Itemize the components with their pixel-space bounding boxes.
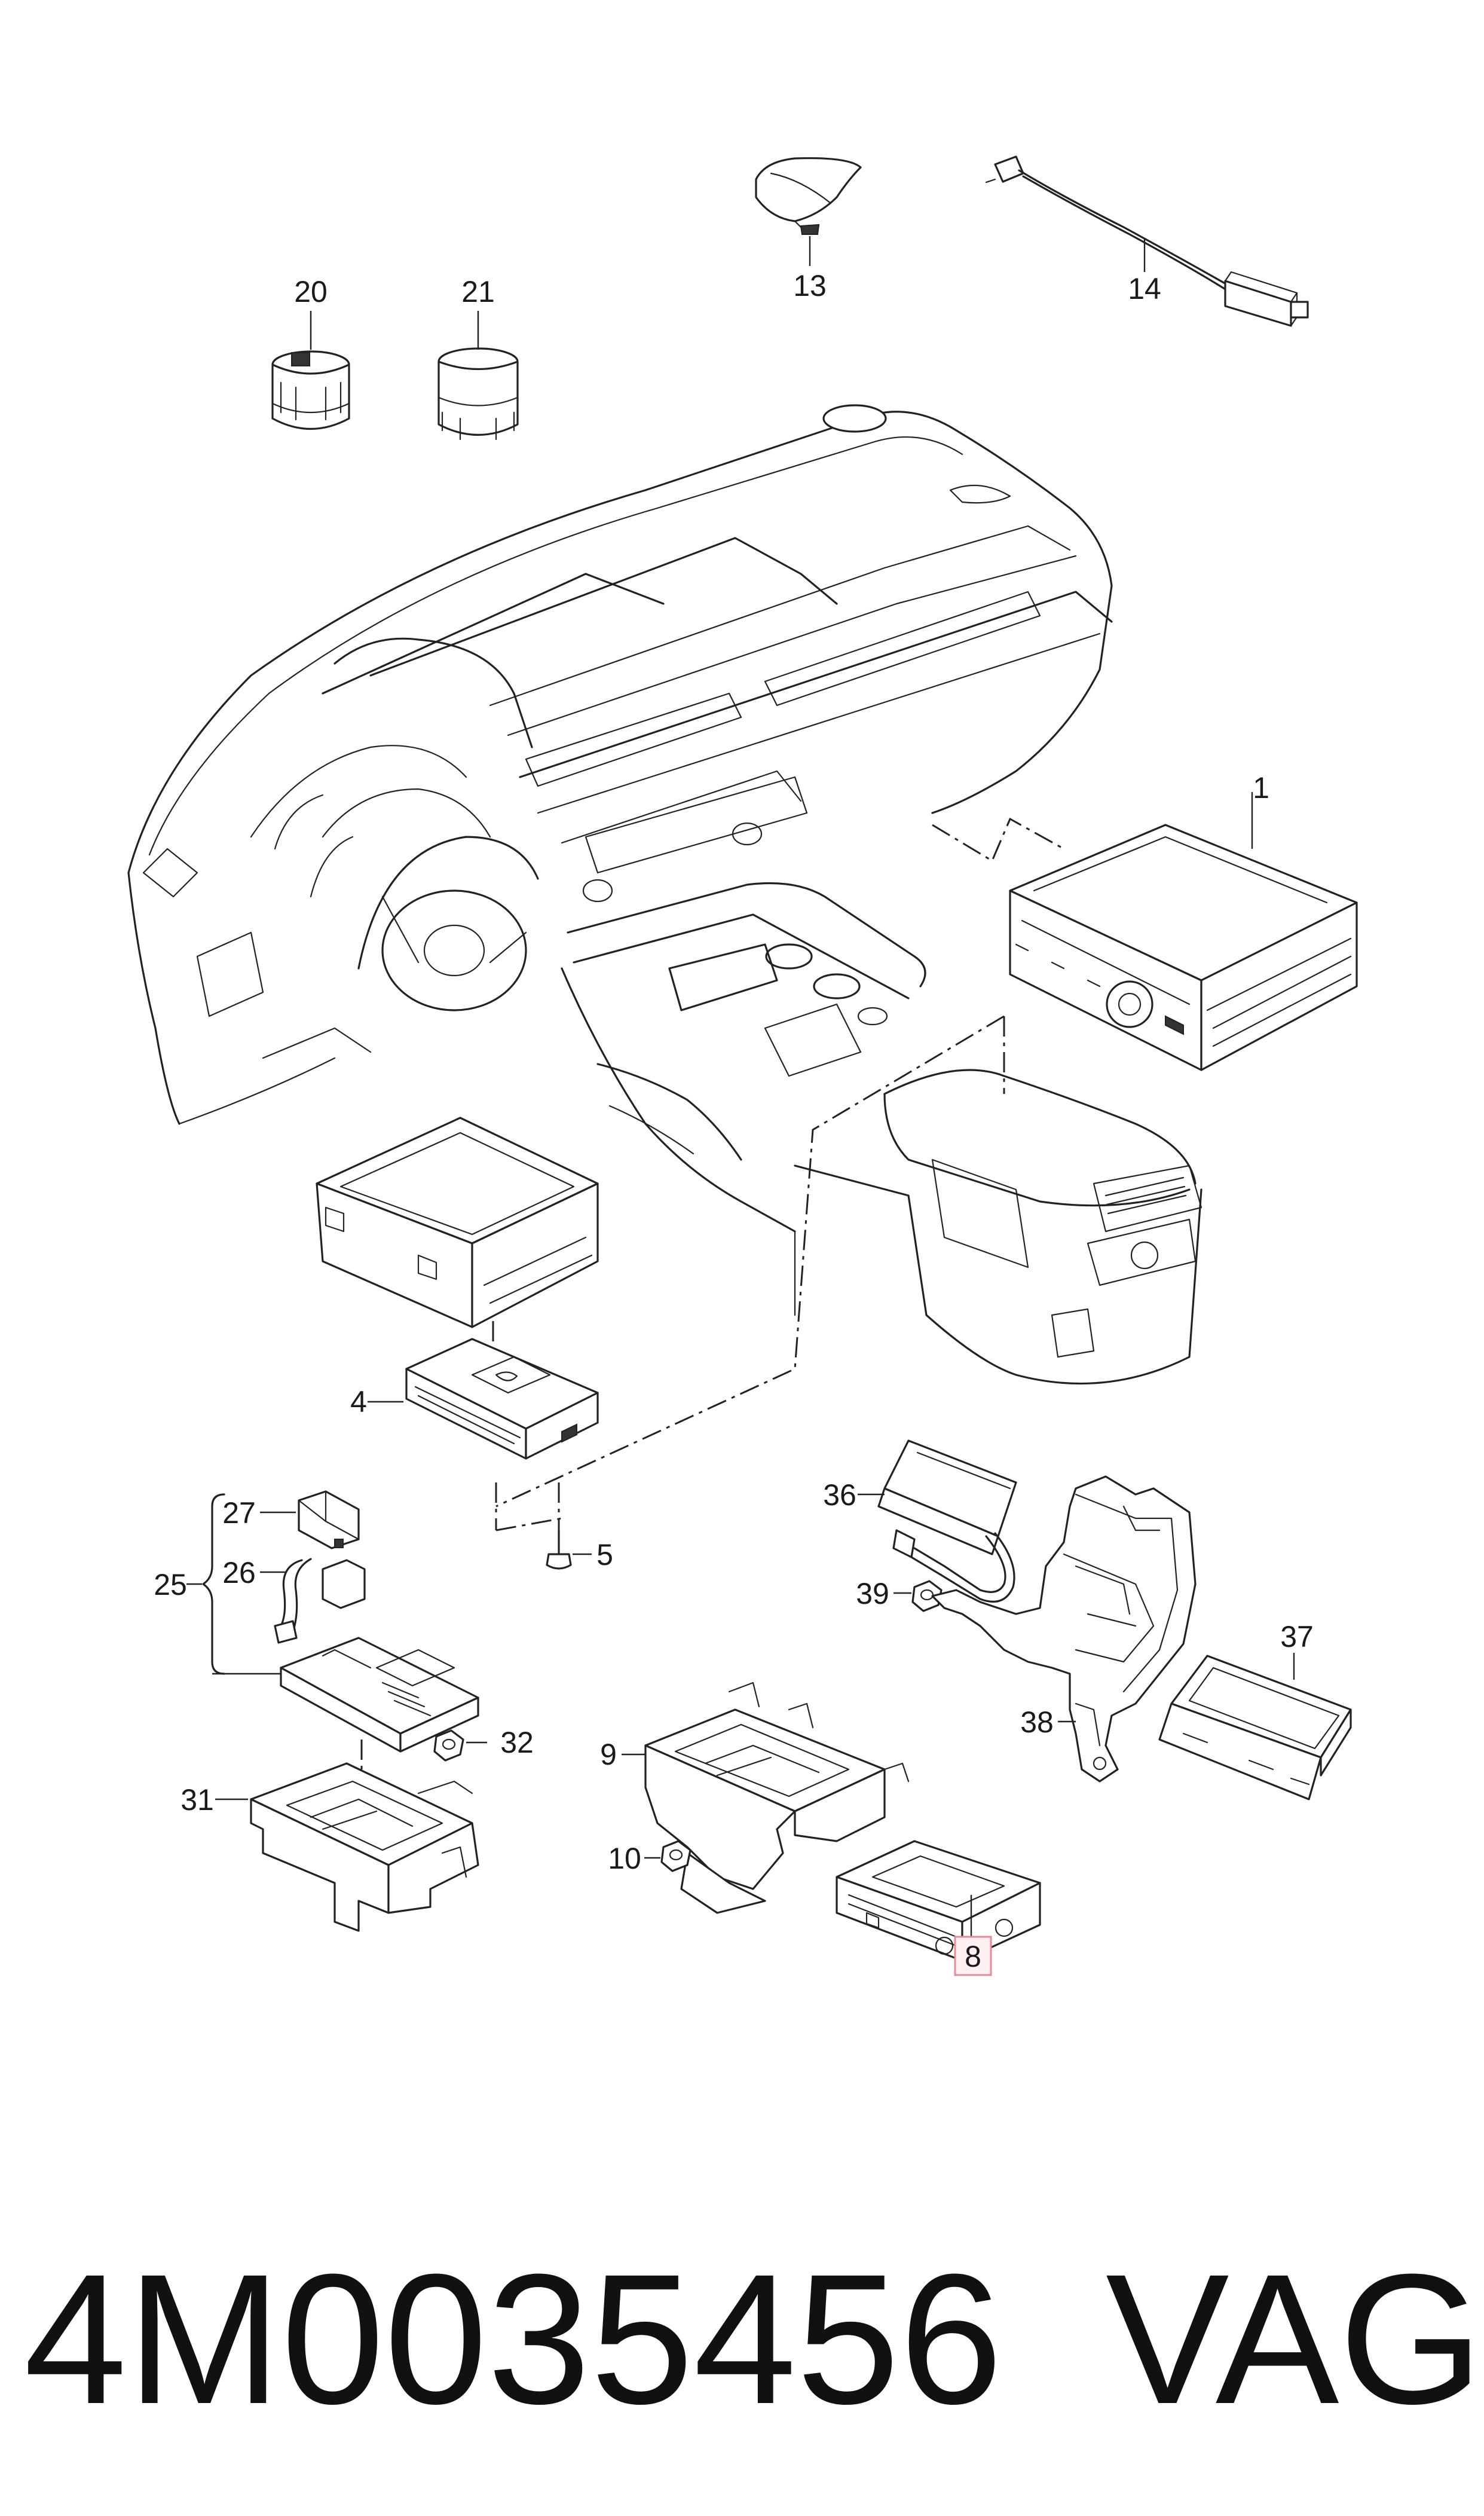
part-5-screw (546, 1529, 592, 1570)
brand-text: VAG (1106, 2235, 1483, 2442)
label-39: 39 (856, 1577, 889, 1610)
part-37-module (1158, 1653, 1352, 1800)
label-32: 32 (500, 1726, 534, 1759)
dashboard-outline (127, 404, 1113, 1125)
label-37: 37 (1280, 1620, 1314, 1653)
part-1-radio-unit (1009, 792, 1358, 1071)
part-8-control-module (836, 1840, 1041, 1962)
part-38-holder (931, 1475, 1197, 1783)
label-38: 38 (1020, 1705, 1054, 1739)
part-27-connector (298, 1490, 360, 1549)
label-5: 5 (596, 1538, 613, 1572)
label-36: 36 (823, 1478, 856, 1512)
part-8-highlight-box (954, 1936, 992, 1976)
label-4: 4 (350, 1385, 367, 1419)
part-20-button (271, 311, 350, 430)
center-console (561, 776, 1203, 1385)
label-31: 31 (180, 1783, 214, 1817)
part-10-nut (644, 1840, 691, 1872)
part-25-module (280, 1637, 479, 1753)
part-14-antenna-cable (985, 155, 1309, 327)
label-21: 21 (461, 275, 495, 308)
label-14: 14 (1128, 272, 1161, 305)
label-27: 27 (222, 1496, 256, 1530)
label-9: 9 (600, 1738, 617, 1771)
label-13: 13 (793, 269, 827, 302)
part-31-bracket (215, 1762, 479, 1932)
part-9-bracket (622, 1682, 910, 1914)
part-number-text: 4M0035456 (24, 2235, 1003, 2442)
footer-caption: 4M0035456 VAG (24, 2235, 1483, 2442)
label-20: 20 (294, 275, 328, 308)
label-1: 1 (1253, 771, 1269, 805)
part-39-nut (894, 1580, 943, 1612)
part-36-module (858, 1439, 1017, 1603)
part-13-roof-antenna (755, 157, 862, 266)
part-25-group-bracket (186, 1493, 296, 1675)
part-26-battery (274, 1558, 366, 1644)
part-4-control-unit (368, 1338, 599, 1460)
label-26: 26 (222, 1556, 256, 1589)
label-10: 10 (608, 1842, 641, 1875)
label-25: 25 (154, 1568, 187, 1601)
part-32-nut (433, 1729, 487, 1762)
part-4-housing (316, 1117, 599, 1328)
part-labels: 20 21 13 14 1 4 5 27 26 25 32 31 9 10 8 … (154, 269, 1314, 1973)
label-8: 8 (965, 1940, 981, 1973)
part-21-knob (437, 311, 519, 441)
